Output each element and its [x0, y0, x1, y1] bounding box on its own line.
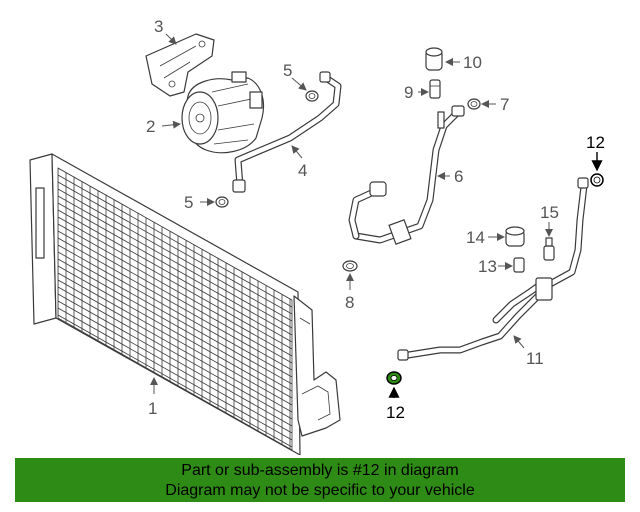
callout-9: 9: [404, 83, 429, 102]
callout-14: 14: [466, 228, 505, 247]
callout-13: 13: [478, 257, 513, 276]
callout-6: 6: [437, 167, 463, 186]
callout-4: 4: [291, 145, 307, 180]
callout-12b: 12: [586, 133, 605, 172]
svg-text:11: 11: [526, 349, 544, 368]
callout-5a: 5: [283, 61, 307, 91]
callout-10: 10: [445, 53, 482, 72]
service-cap-10[interactable]: [425, 47, 443, 71]
svg-text:3: 3: [154, 17, 163, 36]
hose-4[interactable]: [232, 71, 342, 193]
o-ring-5a[interactable]: [305, 90, 319, 102]
svg-text:10: 10: [463, 53, 482, 72]
o-ring-12-highlighted[interactable]: [386, 371, 402, 385]
callout-5b: 5: [184, 193, 215, 212]
svg-text:15: 15: [540, 203, 559, 222]
svg-text:13: 13: [478, 257, 497, 276]
valve-core-13[interactable]: [513, 257, 525, 273]
svg-text:6: 6: [454, 167, 463, 186]
svg-text:5: 5: [184, 193, 193, 212]
service-cap-14[interactable]: [505, 226, 525, 247]
pressure-sensor-15[interactable]: [543, 237, 555, 261]
compressor[interactable]: [181, 71, 265, 154]
banner-line-2: Diagram may not be specific to your vehi…: [165, 482, 475, 499]
callout-12a: 12: [386, 386, 405, 422]
svg-text:12: 12: [586, 133, 605, 152]
o-ring-5b[interactable]: [215, 196, 229, 208]
callout-15: 15: [540, 203, 559, 237]
callout-2: 2: [146, 117, 181, 136]
callout-8: 8: [345, 273, 354, 312]
svg-text:4: 4: [298, 161, 307, 180]
banner-line-1: Part or sub-assembly is #12 in diagram: [181, 462, 459, 479]
o-ring-8[interactable]: [342, 260, 358, 272]
svg-text:14: 14: [466, 228, 485, 247]
svg-text:2: 2: [146, 117, 155, 136]
svg-text:5: 5: [283, 61, 292, 80]
hose-6[interactable]: [348, 105, 465, 245]
svg-text:1: 1: [148, 399, 157, 418]
info-banner: Part or sub-assembly is #12 in diagram D…: [15, 458, 625, 502]
o-ring-7[interactable]: [467, 98, 481, 110]
o-ring-12[interactable]: [590, 173, 604, 187]
callout-3: 3: [154, 17, 177, 45]
svg-text:12: 12: [386, 403, 405, 422]
callout-11: 11: [513, 335, 544, 368]
callout-7: 7: [481, 95, 509, 114]
svg-text:9: 9: [404, 83, 413, 102]
hose-11[interactable]: [397, 177, 589, 361]
svg-text:8: 8: [345, 293, 354, 312]
svg-text:7: 7: [500, 95, 509, 114]
callout-1: 1: [148, 377, 158, 418]
parts-diagram: 1 2 3 4 5 5 6 7 8 9 10 11: [29, 17, 605, 455]
valve-core-9[interactable]: [429, 79, 441, 99]
compressor-bracket[interactable]: [145, 33, 215, 97]
